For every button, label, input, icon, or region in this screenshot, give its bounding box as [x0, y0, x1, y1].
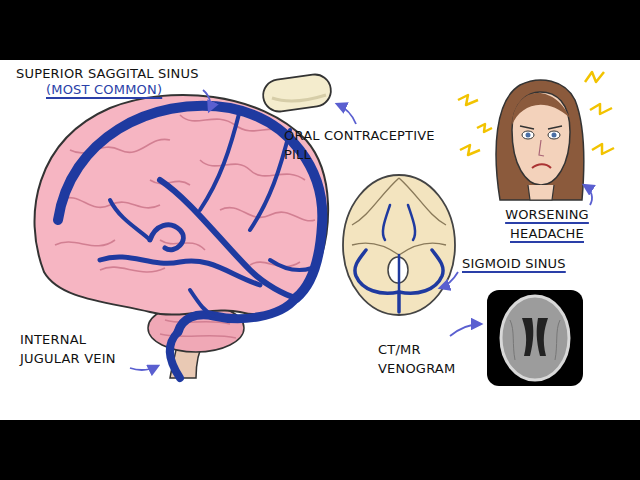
pill-drawing — [261, 72, 333, 113]
woman-drawing — [458, 72, 614, 200]
label-text: INTERNAL JUGULAR VEIN — [20, 330, 130, 368]
label-text: ORAL CONTRACEPTIVE PILL — [284, 126, 454, 164]
label-text: (MOST COMMON) — [46, 80, 206, 99]
skull-base-drawing — [343, 175, 455, 315]
label-text: CT/MR VENOGRAM — [378, 340, 458, 378]
ct-scan-image — [487, 290, 583, 386]
bottom-bar — [0, 420, 640, 480]
top-bar — [0, 0, 640, 60]
label-text: SUPERIOR SAGGITAL SINUS — [16, 64, 256, 83]
label-text: SIGMOID SINUS — [462, 254, 612, 273]
label-text: WORSENING HEADACHE — [497, 205, 597, 243]
